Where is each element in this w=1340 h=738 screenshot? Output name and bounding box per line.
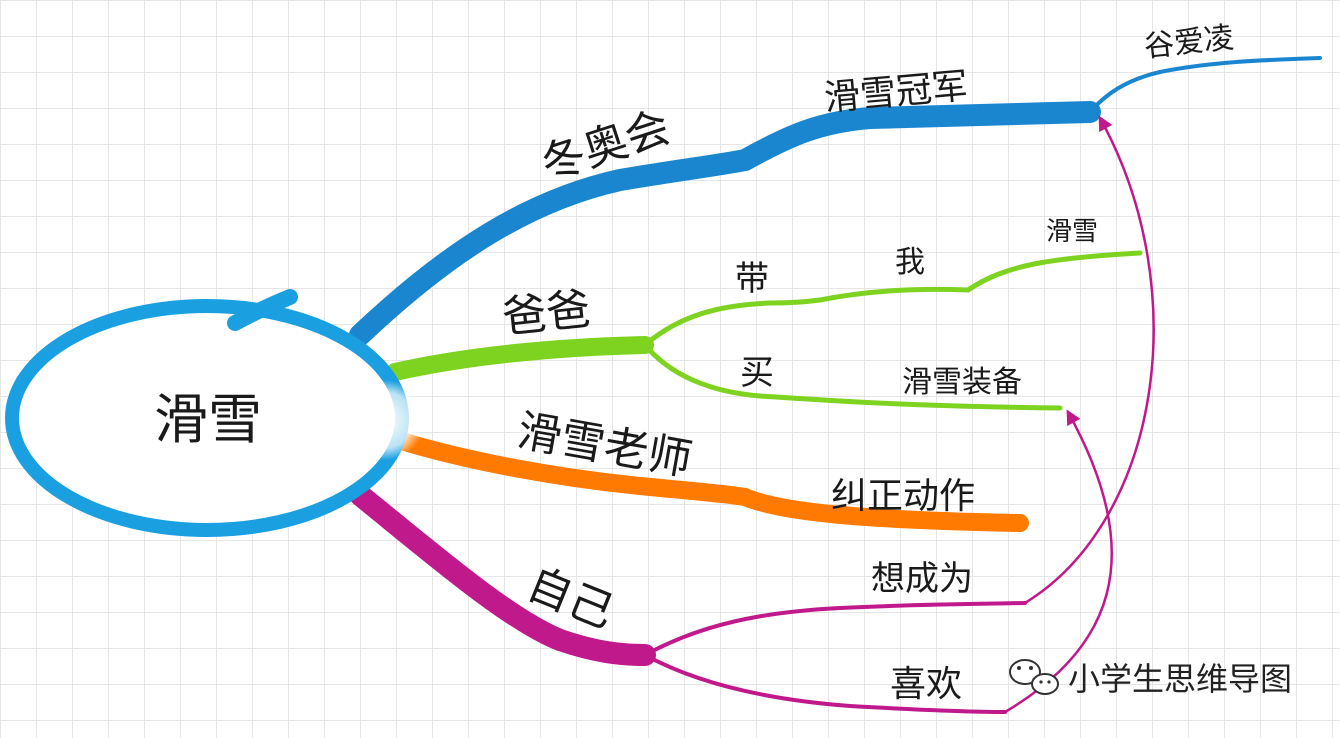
branch-dad-take-line [642,250,1143,348]
branch-equipment-label: 滑雪装备 [902,365,1022,400]
branch-winter-olympics-line [349,101,1101,346]
branch-self-line [349,484,656,666]
branch-like-label: 喜欢 [890,664,962,705]
relation-arrow-want-to-champion [1024,115,1155,605]
branch-dad-label: 爸爸 [500,284,593,344]
branch-gu-ailing-label: 谷爱凌 [1142,20,1235,64]
center-node-label: 滑雪 [154,388,262,451]
wechat-icon [1009,659,1059,695]
branch-winter-olympics-taper [737,109,1093,163]
branch-correct-label: 纠正动作 [831,476,975,517]
branch-dad-buy-line [642,342,1063,411]
branch-me-label: 我 [895,245,925,280]
branch-want-label: 想成为 [871,559,973,599]
branch-ski-label: 滑雪 [1046,217,1098,247]
branch-buy-label: 买 [740,353,774,393]
watermark-text: 小学生思维导图 [1068,660,1292,698]
center-node-tail [227,289,298,331]
branch-self-like-line [643,653,1007,714]
branch-take-label: 带 [735,259,769,299]
branch-dad-line [386,336,654,381]
branch-champion-line [1088,56,1322,114]
branch-coach-taper [743,495,1022,525]
branch-self-want-line [643,601,1027,657]
center-node-glow [345,380,425,460]
